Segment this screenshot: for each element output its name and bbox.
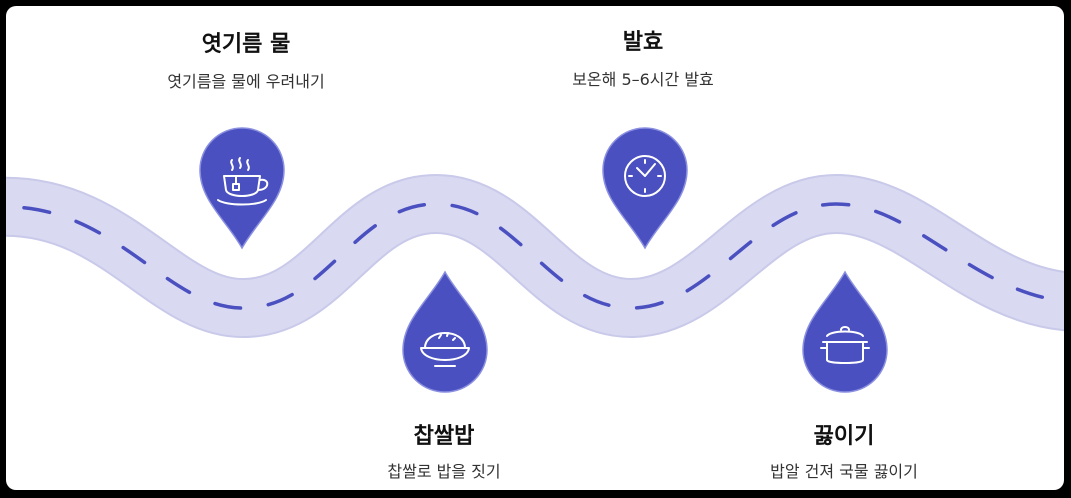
winding-road — [6, 173, 1064, 339]
road-body — [6, 175, 1064, 337]
pot-icon — [820, 326, 870, 364]
step-1-pin — [199, 127, 285, 250]
step-3-description: 보온해 5–6시간 발효 — [572, 70, 714, 89]
step-2-title: 찹쌀밥 — [413, 424, 475, 449]
clock-icon — [624, 155, 666, 197]
tea-cup-icon — [217, 157, 269, 206]
step-3-pin — [602, 127, 688, 250]
step-4-pin — [802, 270, 888, 393]
step-3-title: 발효 — [622, 30, 664, 55]
step-4-title: 끓이기 — [813, 424, 875, 449]
step-4-description: 밥알 건져 국물 끓이기 — [770, 462, 918, 481]
step-1-description: 엿기름을 물에 우려내기 — [167, 72, 325, 91]
step-2-description: 찹쌀로 밥을 짓기 — [387, 462, 501, 481]
step-2-pin — [402, 270, 488, 393]
diagram-card: 엿기름 물 엿기름을 물에 우려내기 발효 보온해 5–6시간 발효 찹쌀밥 찹… — [6, 6, 1064, 490]
rice-bowl-icon — [420, 332, 470, 367]
step-1-title: 엿기름 물 — [201, 32, 291, 57]
